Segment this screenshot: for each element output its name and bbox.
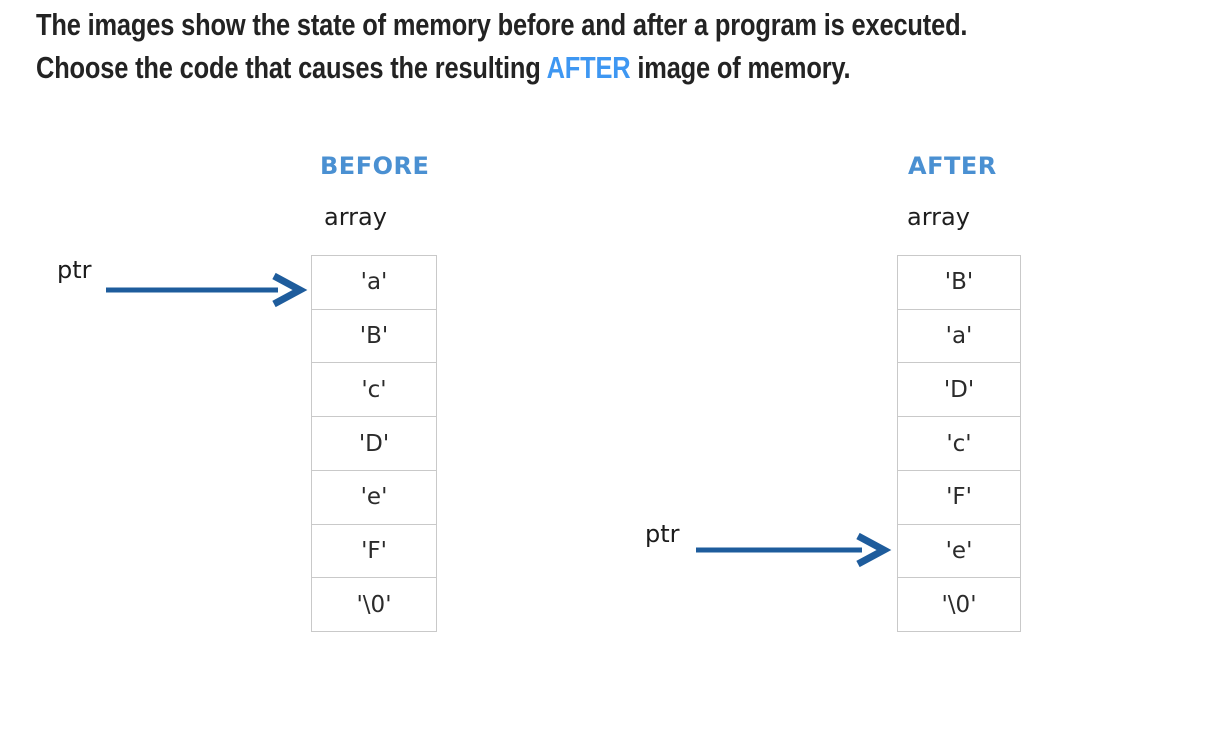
before-ptr-arrow-icon [106,272,308,308]
before-ptr-label: ptr [57,256,92,284]
memory-cell: 'c' [312,362,436,416]
memory-cell: 'B' [944,269,974,296]
question-line-2-pre: Choose the code that causes the resultin… [36,50,547,85]
before-heading: BEFORE [320,152,430,180]
after-ptr-label: ptr [645,520,680,548]
memory-cell: '\0' [312,577,436,631]
question-text: The images show the state of memory befo… [36,3,968,89]
after-heading: AFTER [908,152,997,180]
question-line-2: Choose the code that causes the resultin… [36,46,967,89]
memory-cell: '\0' [898,577,1020,631]
question-line-1: The images show the state of memory befo… [36,7,968,42]
memory-cell: 'B' [312,308,436,363]
memory-cell: 'a' [898,308,1020,363]
memory-cell: 'e' [312,469,436,524]
question-after-highlight: AFTER [546,50,631,85]
memory-cell: 'F' [312,523,436,578]
question-line-2-post: image of memory. [630,50,851,85]
memory-cell: 'D' [312,416,436,470]
memory-cell: 'a' [360,269,388,296]
after-array-label: array [907,203,970,231]
memory-cell: 'D' [898,362,1020,416]
memory-cell: 'F' [898,469,1020,524]
after-ptr-arrow-icon [696,532,892,568]
after-memory-array: 'B' 'a' 'D' 'c' 'F' 'e' '\0' [897,255,1021,632]
before-array-label: array [324,203,387,231]
memory-cell: 'e' [898,523,1020,578]
memory-cell: 'c' [898,416,1020,470]
before-memory-array: 'a' 'B' 'c' 'D' 'e' 'F' '\0' [311,255,437,632]
